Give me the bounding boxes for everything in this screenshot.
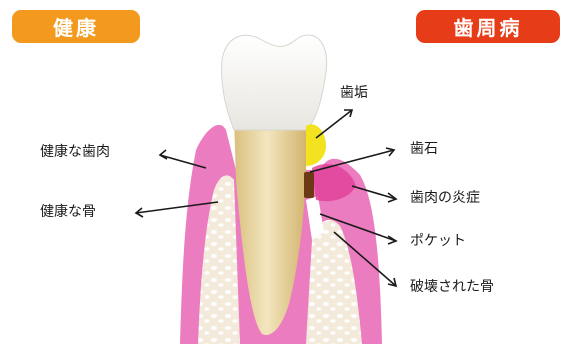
plaque-deposit bbox=[306, 124, 326, 166]
label-gum-inflammation: 歯肉の炎症 bbox=[410, 190, 480, 206]
label-pocket: ポケット bbox=[410, 233, 466, 249]
label-destroyed-bone: 破壊された骨 bbox=[410, 279, 494, 295]
tooth-crown bbox=[222, 35, 327, 130]
label-plaque: 歯垢 bbox=[340, 85, 368, 101]
arrow-healthy-gum-head bbox=[160, 150, 167, 159]
label-healthy-bone: 健康な骨 bbox=[40, 204, 96, 220]
arrow-plaque bbox=[316, 110, 352, 138]
tartar-deposit bbox=[304, 172, 314, 198]
label-healthy-gum: 健康な歯肉 bbox=[40, 144, 110, 160]
label-tartar: 歯石 bbox=[410, 141, 438, 157]
